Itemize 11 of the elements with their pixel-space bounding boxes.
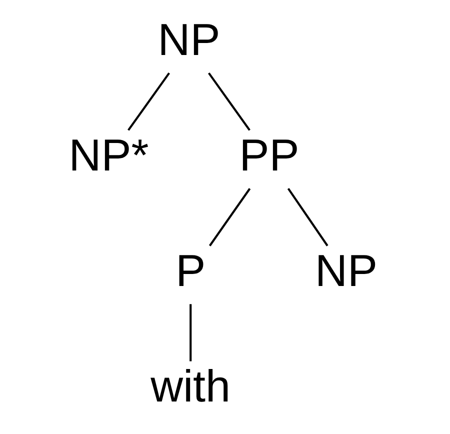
connector: [207, 72, 250, 131]
node-text: NP: [157, 14, 220, 65]
node-text: NP: [314, 244, 377, 296]
connector: [127, 72, 170, 131]
node-text: with: [150, 360, 230, 412]
connector: [208, 188, 250, 246]
connector: [189, 304, 192, 362]
node-text: P: [175, 244, 206, 296]
connector: [286, 188, 328, 246]
node-text: NP*: [68, 129, 148, 180]
node-text: PP: [238, 129, 299, 180]
